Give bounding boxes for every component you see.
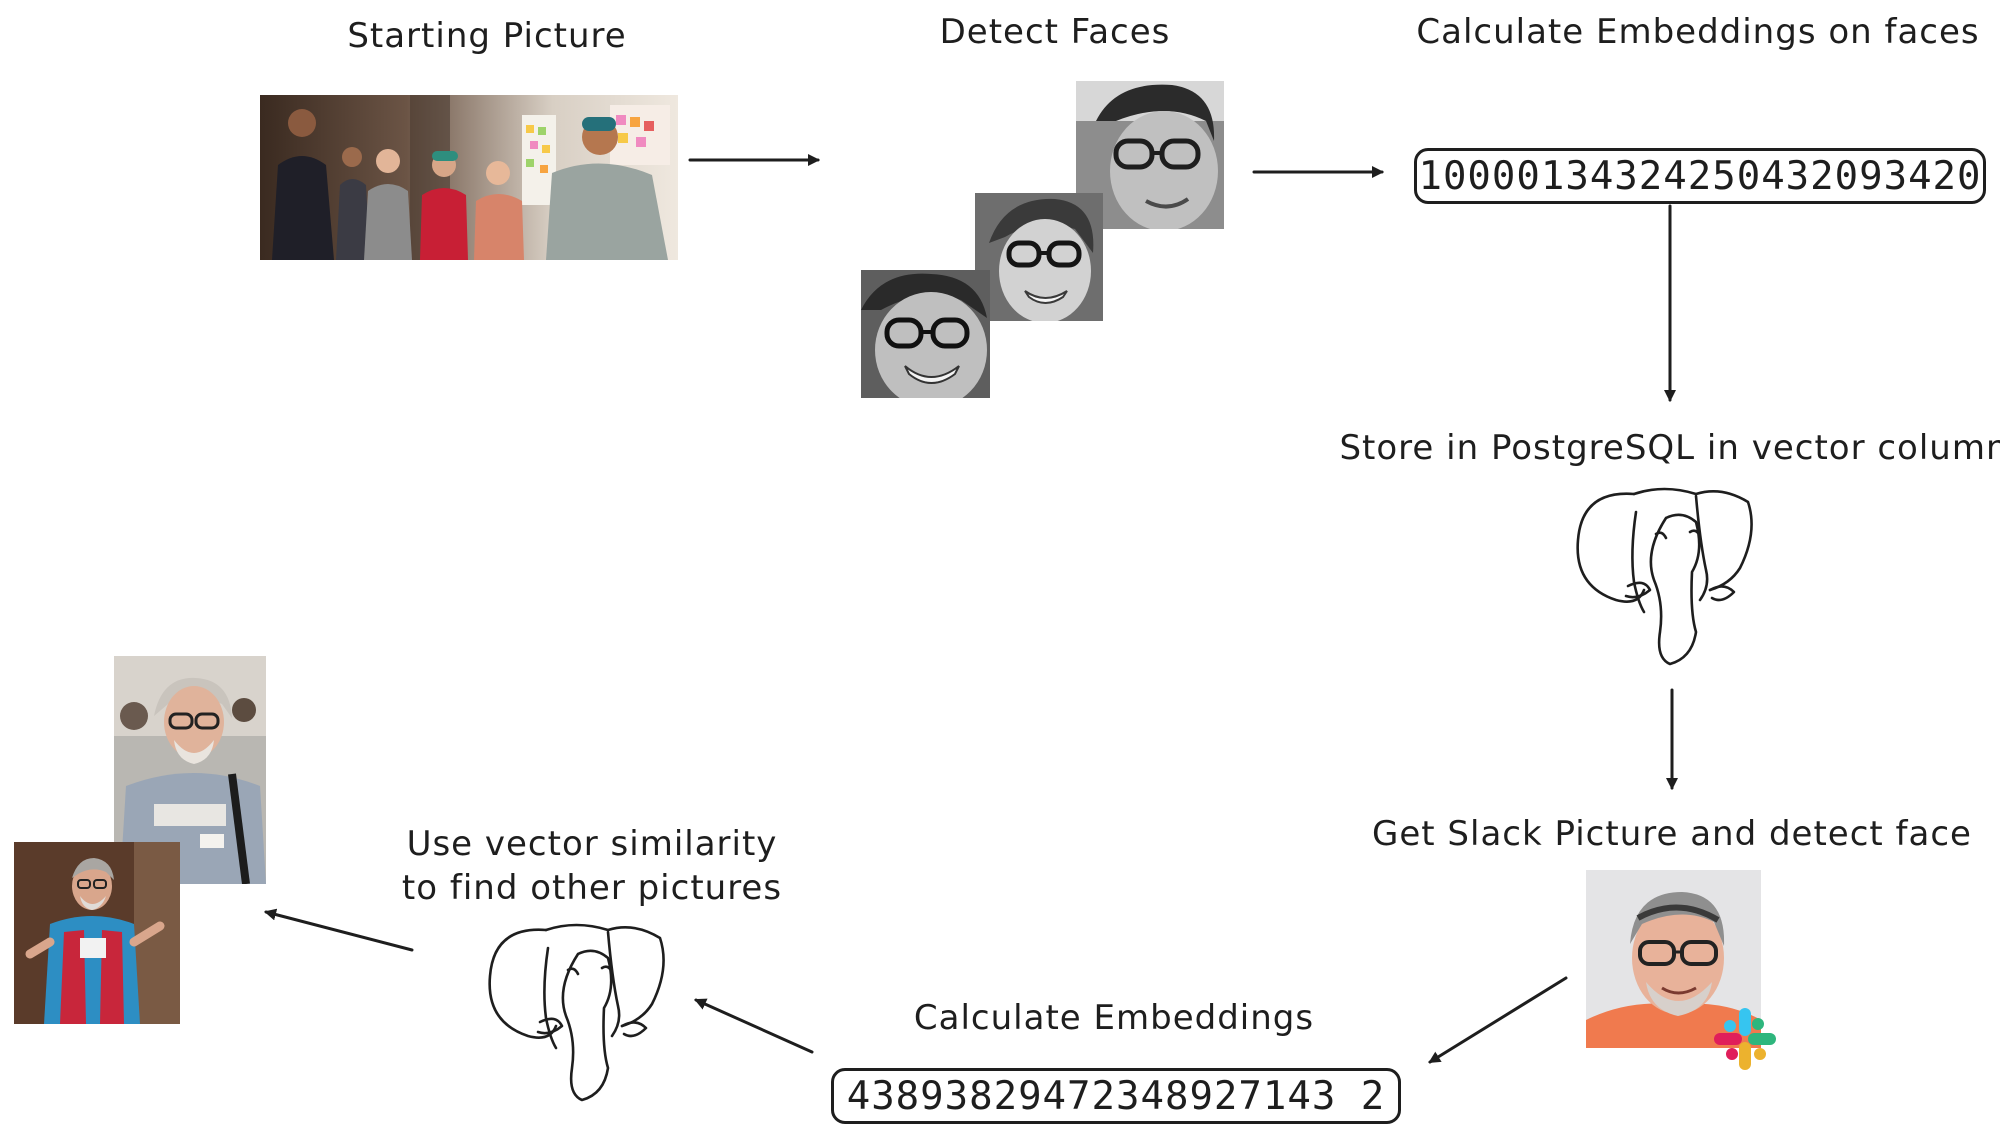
result-photo-1 (114, 656, 266, 884)
slack-face-illustration (1586, 870, 1761, 1048)
face-illustration-2 (975, 193, 1103, 321)
result-photo-2 (14, 842, 180, 1024)
step-label-vector-similarity: Use vector similarity to find other pict… (402, 822, 782, 910)
step-label-store-postgresql: Store in PostgreSQL in vector column (1339, 428, 2000, 468)
step-label-detect-faces: Detect Faces (939, 12, 1171, 52)
detected-face-2 (975, 193, 1103, 321)
postgresql-elephant-icon (488, 923, 665, 1102)
arrow-icon (264, 908, 414, 952)
result-person-illustration-1 (114, 656, 266, 884)
slack-logo-icon (1712, 1006, 1778, 1072)
arrow-icon (694, 998, 814, 1054)
postgresql-elephant-icon (1576, 487, 1753, 666)
slack-profile-photo (1586, 870, 1761, 1048)
faces-embedding-box: 10000134324250432093420 (1414, 148, 1986, 204)
similarity-line-1: Use vector similarity (406, 824, 778, 864)
step-label-starting-picture: Starting Picture (347, 16, 627, 56)
similarity-line-2: to find other pictures (401, 868, 783, 908)
step-label-calculate-embeddings-faces: Calculate Embeddings on faces (1416, 12, 1980, 52)
starting-picture-photo (260, 95, 678, 260)
slack-embedding-box: 43893829472348927143 2 (831, 1068, 1401, 1124)
detected-face-3 (861, 270, 990, 398)
face-illustration-3 (861, 270, 990, 398)
arrow-icon (1428, 976, 1568, 1064)
result-person-illustration-2 (14, 842, 180, 1024)
step-label-slack-picture: Get Slack Picture and detect face (1372, 814, 1972, 854)
crowd-photo-illustration (260, 95, 678, 260)
step-label-calculate-embeddings: Calculate Embeddings (913, 998, 1315, 1038)
